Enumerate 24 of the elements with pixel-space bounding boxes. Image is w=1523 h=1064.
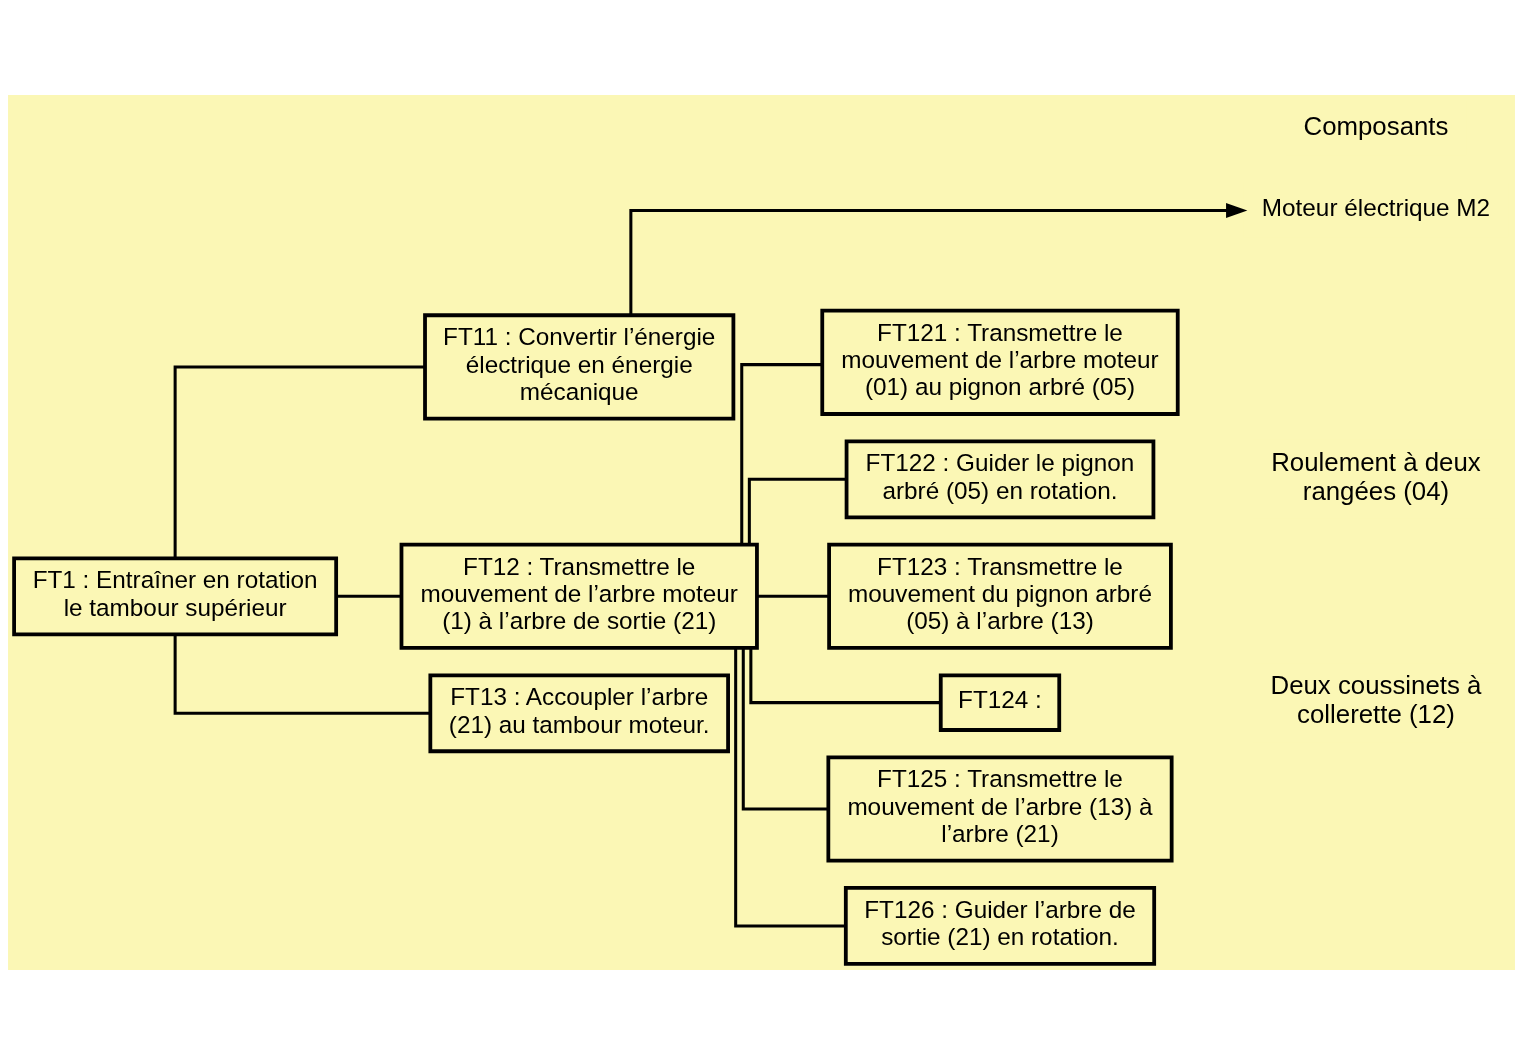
- node-box: FT11 : Convertir l’énergie électrique en énergie mécanique: [423, 312, 736, 420]
- node-box: FT126 : Guider l’arbre de sortie (21) en rotation.: [843, 885, 1157, 966]
- node-box: FT122 : Guider le pignon arbré (05) en rotation.: [844, 438, 1156, 519]
- connector: [747, 477, 847, 544]
- node-box: FT12 : Transmettre le mouvement de l’arbre moteur (1) à l’arbre de sortie (21): [399, 542, 759, 650]
- label: Composants: [1303, 111, 1449, 140]
- node-text: Moteur électrique M2: [1261, 193, 1491, 221]
- connector: [741, 647, 829, 810]
- node-box: FT1 : Entraîner en rotation le tambour supérieur: [12, 555, 339, 636]
- connector: [749, 647, 941, 704]
- node-box: FT121 : Transmettre le mouvement de l’arbre moteur (01) au pignon arbré (05): [820, 308, 1180, 416]
- arrow: [629, 202, 1248, 315]
- connector: [734, 648, 846, 927]
- node-box: FT13 : Accoupler l’arbre (21) au tambour moteur.: [428, 672, 730, 753]
- connector: [173, 364, 425, 558]
- label: Deux coussinets à collerette (12): [1270, 670, 1482, 728]
- node-box: FT125 : Transmettre le mouvement de l’arbre (13) à l’arbre (21): [826, 754, 1174, 863]
- connector: [757, 594, 829, 598]
- node-box: FT123 : Transmettre le mouvement du pignon arbré (05) à l’arbre (13): [827, 542, 1173, 650]
- connector: [173, 634, 430, 715]
- node-box: FT124 :: [938, 672, 1062, 732]
- label: Roulement à deux rangées (04): [1271, 447, 1481, 505]
- connector: [740, 362, 823, 544]
- connector: [336, 594, 402, 598]
